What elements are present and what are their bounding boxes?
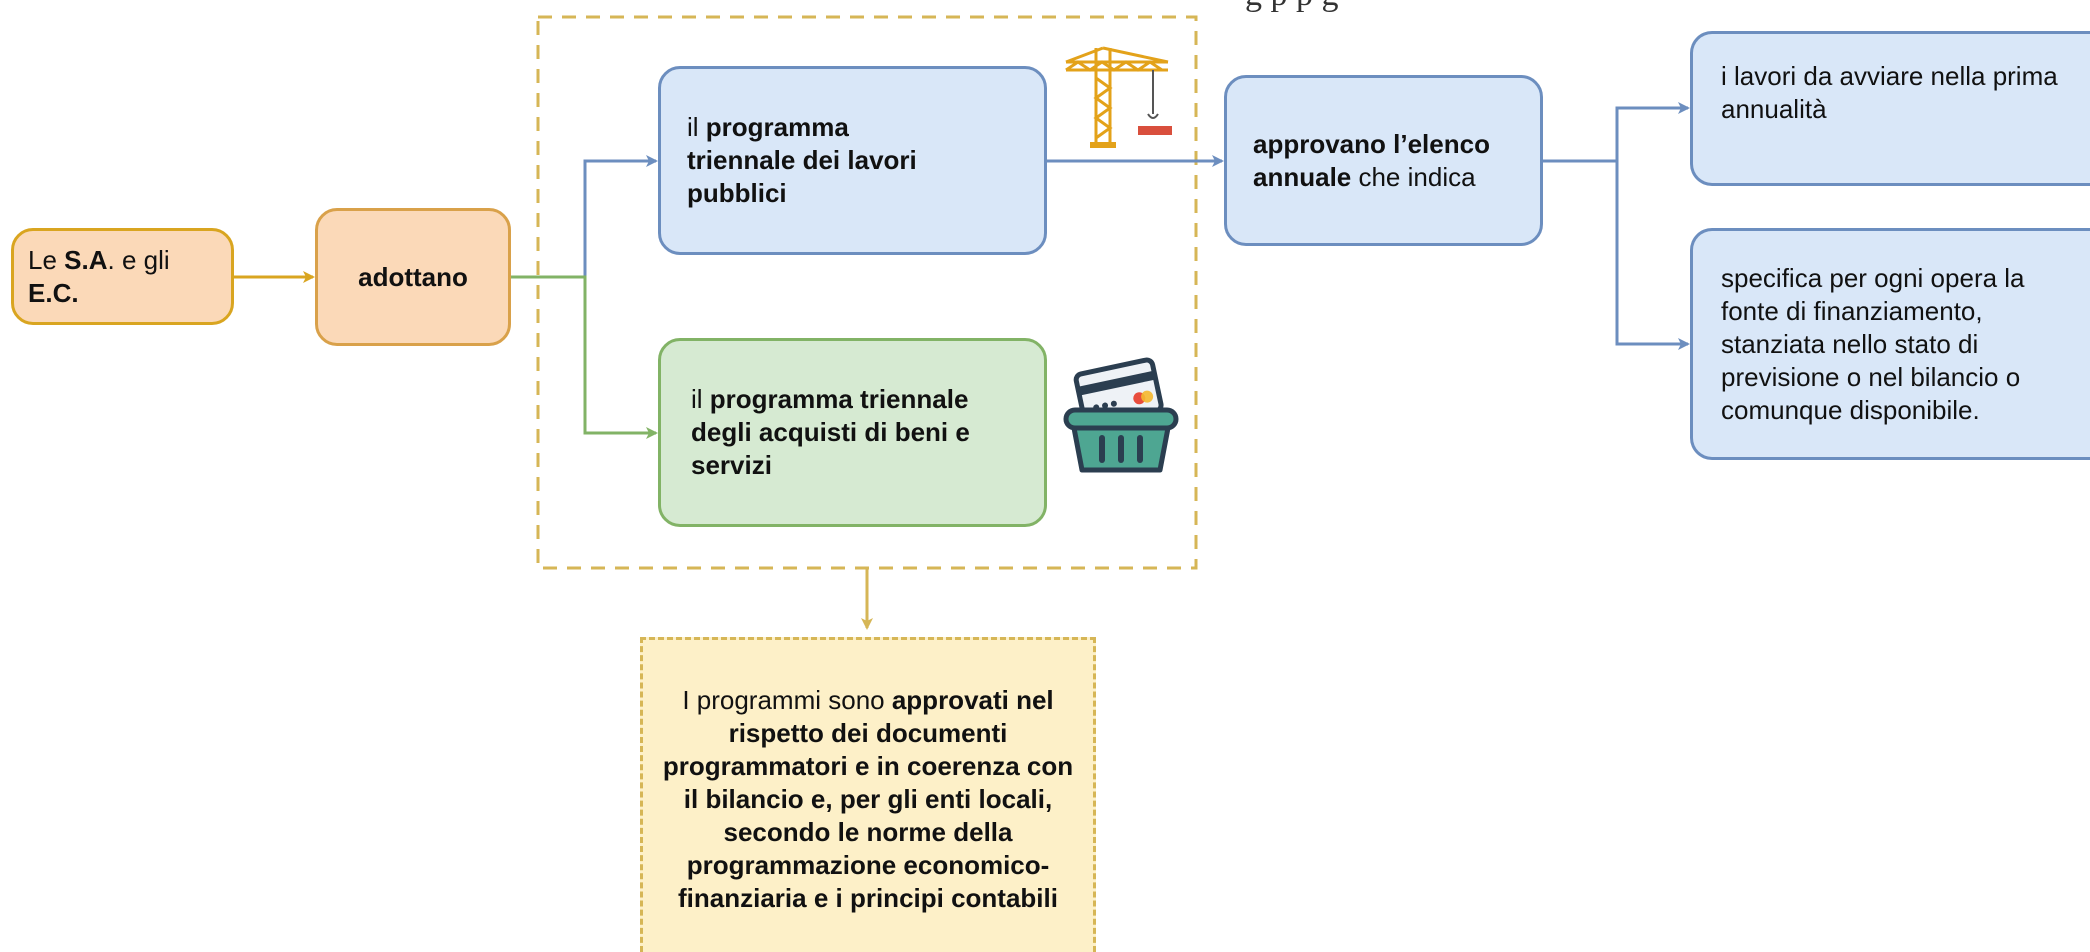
arrow-adopt-purchases (511, 275, 658, 439)
crane-icon (1065, 46, 1172, 148)
purchases-program-box: il programma triennale degli acquisti di… (658, 338, 1047, 527)
funding-source-text: specifica per ogni opera la fonte di fin… (1721, 262, 2025, 425)
arrow-adopt-works (511, 155, 658, 279)
annual-list-text: approvano l’elenco annuale che indica (1253, 128, 1490, 192)
annual-list-box: approvano l’elenco annuale che indica (1224, 75, 1543, 246)
adopt-box: adottano (315, 208, 511, 346)
arrow-annual-funding (1615, 161, 1690, 350)
shopping-basket-icon (1063, 357, 1179, 473)
purchases-program-text: il programma triennale degli acquisti di… (691, 384, 970, 480)
first-year-works-text: i lavori da avviare nella prima annualit… (1721, 60, 2058, 124)
subjects-box: Le S.A. e gli E.C. (11, 228, 234, 325)
works-program-box: il programma triennale dei lavori pubbli… (658, 66, 1047, 255)
subjects-text: Le S.A. e gli E.C. (28, 244, 170, 308)
approval-note-text: I programmi sono approvati nel rispetto … (662, 684, 1074, 913)
approval-note-box: I programmi sono approvati nel rispetto … (640, 637, 1096, 952)
adopt-label: adottano (358, 261, 468, 292)
header-fragment: g p p g (1245, 0, 1339, 14)
arrow-annual-first-year (1543, 102, 1690, 163)
first-year-works-box: i lavori da avviare nella prima annualit… (1690, 31, 2090, 186)
funding-source-box: specifica per ogni opera la fonte di fin… (1690, 228, 2090, 460)
works-program-text: il programma triennale dei lavori pubbli… (687, 112, 917, 208)
